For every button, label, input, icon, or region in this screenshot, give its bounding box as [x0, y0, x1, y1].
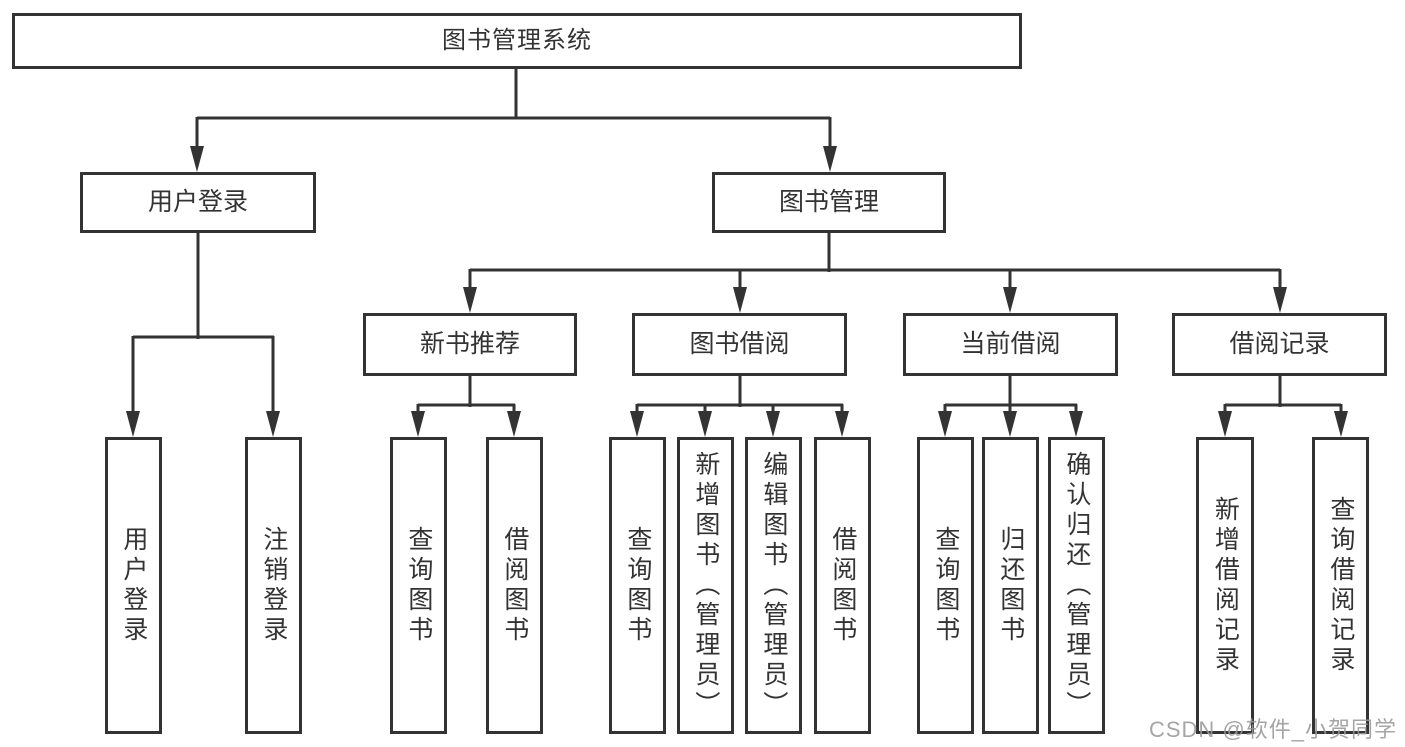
leaf-current-query: 查询图书: [917, 437, 974, 734]
leaf-borrow-add-label: 新增图书（管理员）: [691, 450, 720, 721]
leaf-logout-label: 注销登录: [259, 525, 288, 646]
node-book-borrow-label: 图书借阅: [689, 330, 790, 359]
leaf-borrow-query-label: 查询图书: [623, 525, 652, 646]
leaf-borrow-query: 查询图书: [609, 437, 666, 734]
leaf-records-query-label: 查询借阅记录: [1326, 495, 1355, 676]
node-book-management: 图书管理: [712, 172, 946, 233]
leaf-current-return: 归还图书: [982, 437, 1039, 734]
node-user-login-label: 用户登录: [147, 188, 248, 217]
leaf-newbook-borrow: 借阅图书: [486, 437, 543, 734]
leaf-current-query-label: 查询图书: [931, 525, 960, 646]
leaf-user-login: 用户登录: [105, 437, 162, 734]
node-root: 图书管理系统: [12, 13, 1022, 69]
leaf-newbook-query-label: 查询图书: [404, 525, 433, 646]
leaf-current-return-label: 归还图书: [996, 525, 1025, 646]
arrowheads: [126, 146, 1348, 437]
node-borrow-records-label: 借阅记录: [1229, 330, 1330, 359]
leaf-current-confirm: 确认归还（管理员）: [1048, 437, 1105, 734]
leaf-records-add: 新增借阅记录: [1196, 437, 1254, 734]
node-user-login: 用户登录: [80, 172, 316, 233]
node-book-borrow: 图书借阅: [632, 313, 847, 376]
leaf-current-confirm-label: 确认归还（管理员）: [1062, 450, 1091, 721]
node-new-book-recommend: 新书推荐: [363, 313, 577, 376]
leaf-newbook-query: 查询图书: [390, 437, 447, 734]
node-book-management-label: 图书管理: [778, 188, 879, 217]
csdn-watermark: CSDN @软件_小贺同学: [1148, 717, 1397, 742]
leaf-user-login-label: 用户登录: [119, 525, 148, 646]
node-current-borrow-label: 当前借阅: [960, 330, 1061, 359]
node-root-label: 图书管理系统: [442, 27, 592, 55]
leaf-newbook-borrow-label: 借阅图书: [500, 525, 529, 646]
leaf-borrow-borrow-label: 借阅图书: [828, 525, 857, 646]
leaf-records-query: 查询借阅记录: [1312, 437, 1369, 734]
node-new-book-recommend-label: 新书推荐: [419, 330, 520, 359]
leaf-borrow-edit: 编辑图书（管理员）: [745, 437, 802, 734]
leaf-borrow-edit-label: 编辑图书（管理员）: [759, 450, 788, 721]
leaf-records-add-label: 新增借阅记录: [1211, 495, 1240, 676]
leaf-logout: 注销登录: [245, 437, 302, 734]
leaf-borrow-add: 新增图书（管理员）: [677, 437, 734, 734]
node-current-borrow: 当前借阅: [903, 313, 1118, 376]
node-borrow-records: 借阅记录: [1172, 313, 1387, 376]
leaf-borrow-borrow: 借阅图书: [814, 437, 871, 734]
